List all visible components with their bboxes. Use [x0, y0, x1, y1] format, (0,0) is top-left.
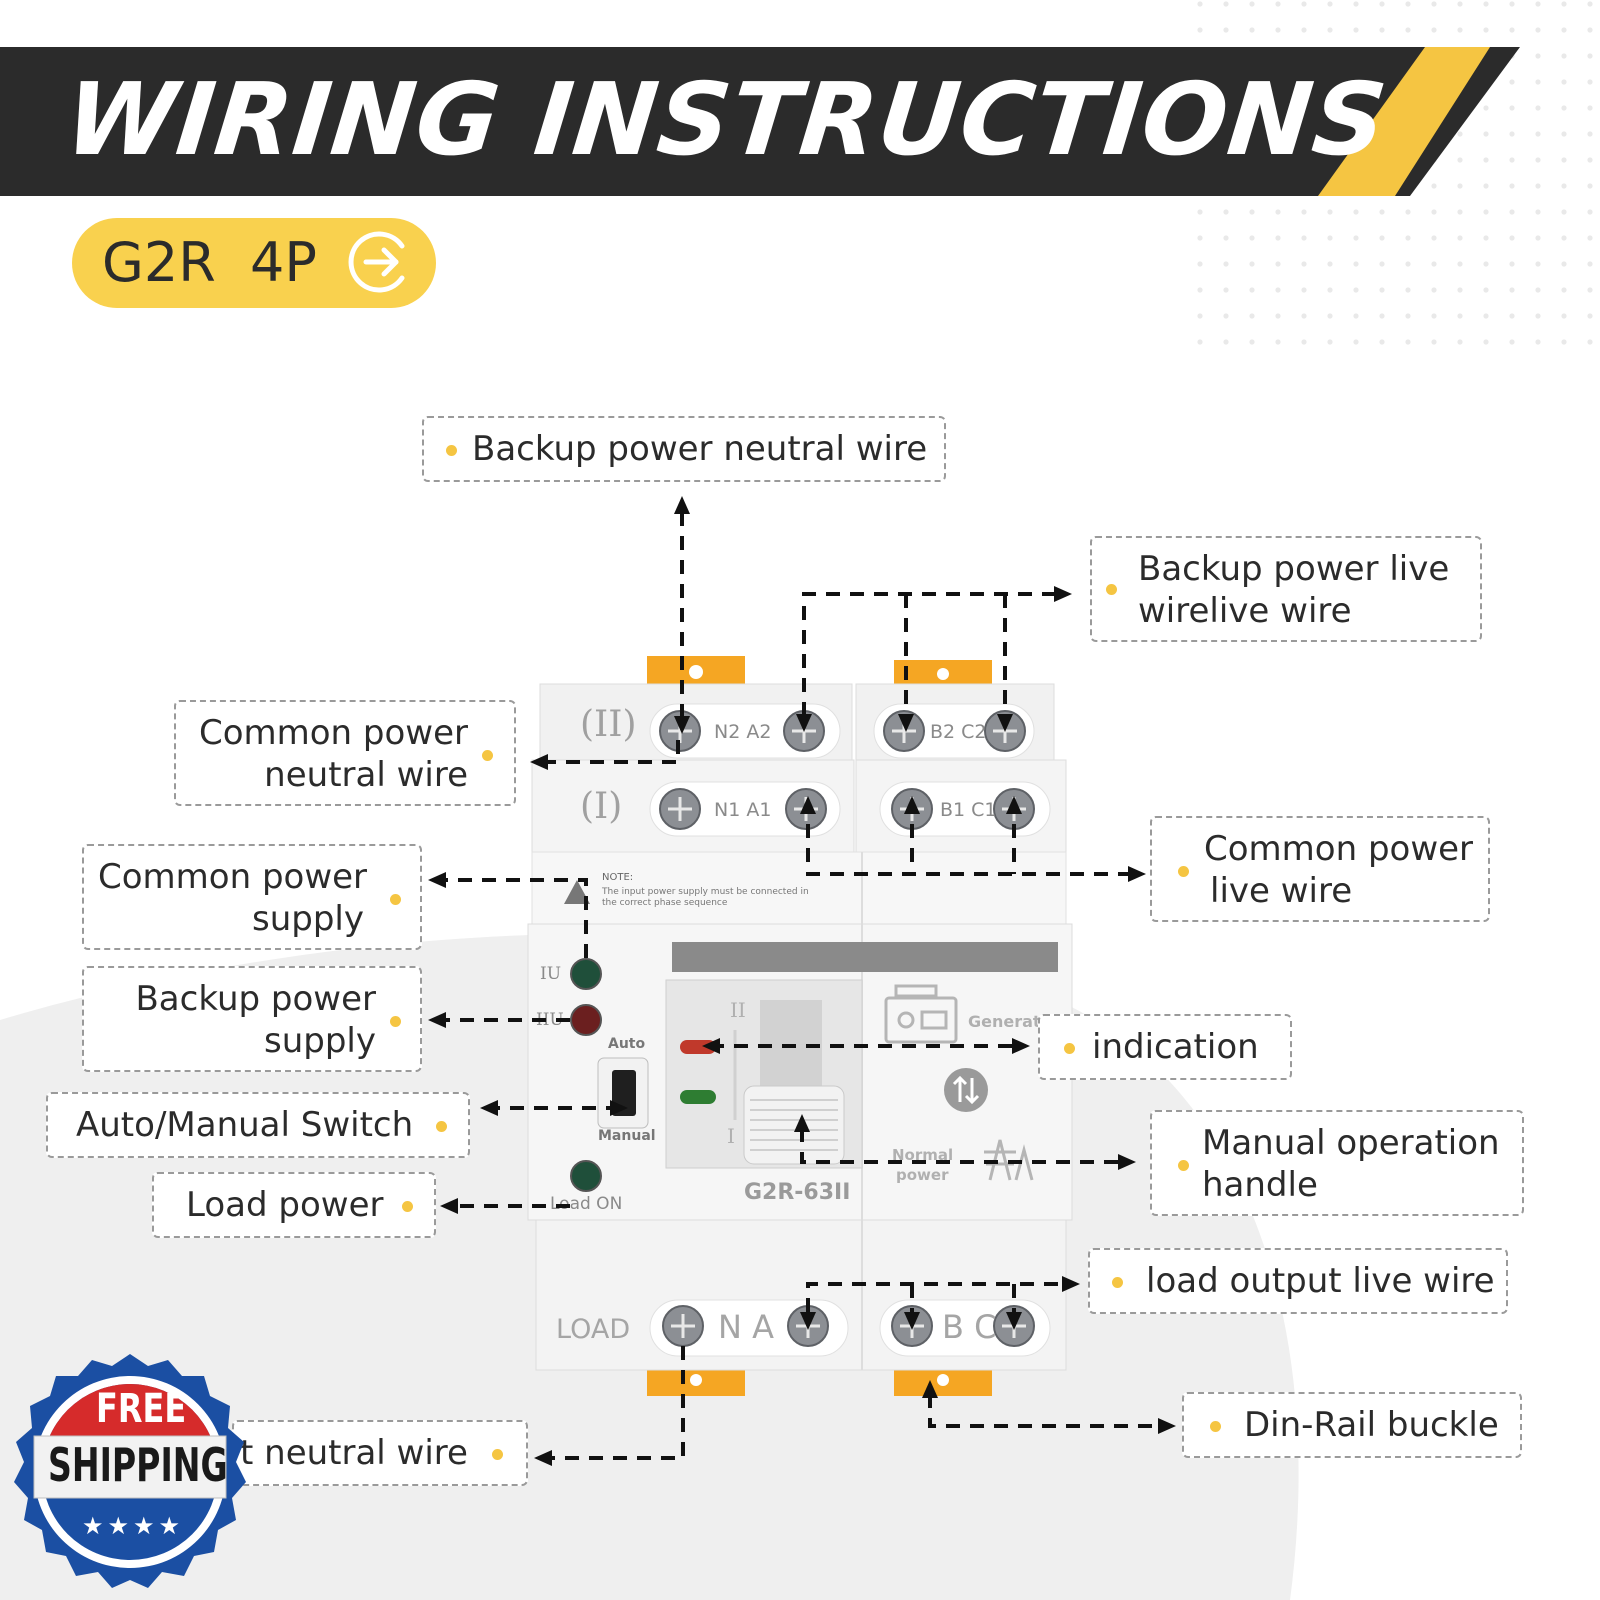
label-text: indication — [1092, 1027, 1259, 1067]
label-text-line-2: neutral wire — [264, 755, 468, 795]
label-text: Din-Rail buckle — [1244, 1405, 1499, 1445]
note-title: NOTE: — [602, 872, 634, 883]
row-1-mark: (I) — [580, 786, 623, 827]
label-text: Auto/Manual Switch — [76, 1105, 414, 1145]
bullet-dot — [1178, 1160, 1189, 1171]
bullet-dot — [492, 1449, 503, 1460]
bullet-dot — [1106, 584, 1117, 595]
normal-power-label-2: power — [896, 1166, 949, 1184]
label-text-line-2: handle — [1202, 1165, 1318, 1205]
label-text-line-1: Common power — [98, 857, 368, 897]
handle-i-label: I — [727, 1124, 735, 1148]
label-text-line-1: Backup power — [135, 979, 376, 1019]
label-text: t neutral wire — [240, 1433, 468, 1473]
terminal-label-n2-a2: N2 A2 — [714, 721, 772, 743]
model-label: G2R 4P — [102, 231, 317, 294]
bullet-dot — [1178, 866, 1189, 877]
label-backup-live: Backup power live wirelive wire — [1090, 536, 1482, 642]
label-text-line-1: Common power — [198, 713, 468, 753]
label-auto-manual-switch: Auto/Manual Switch — [46, 1092, 470, 1158]
label-load-neutral: t neutral wire — [232, 1420, 528, 1486]
iu-label: IU — [540, 964, 562, 984]
model-number: G2R-63II — [744, 1180, 851, 1205]
label-text: load output live wire — [1146, 1261, 1495, 1301]
terminal-label-n-a: N A — [718, 1308, 774, 1346]
bullet-dot — [402, 1201, 413, 1212]
label-text: Backup power neutral wire — [472, 429, 928, 469]
row-2-mark: (II) — [580, 704, 637, 745]
banner-background — [0, 47, 1520, 196]
label-text-line-2: supply — [264, 1021, 376, 1061]
load-on-label: Load ON — [550, 1194, 623, 1214]
label-load-live: load output live wire — [1088, 1248, 1508, 1314]
bullet-dot — [1210, 1421, 1221, 1432]
label-text-line-2: supply — [252, 899, 364, 939]
note-line-2: the correct phase sequence — [602, 898, 728, 908]
label-indication: indication — [1038, 1014, 1292, 1080]
label-common-neutral: Common power neutral wire — [174, 700, 516, 806]
terminal-label-n1-a1: N1 A1 — [714, 799, 772, 821]
badge-stars: ★★★★ — [82, 1512, 185, 1540]
badge-shipping-text: SHIPPING — [48, 1438, 228, 1492]
bullet-dot — [390, 894, 401, 905]
badge-free-text: FREE — [96, 1386, 187, 1432]
label-text-line-2: live wire — [1210, 871, 1353, 911]
label-common-live: Common power live wire — [1150, 816, 1490, 922]
label-text-line-2: wirelive wire — [1138, 591, 1352, 631]
bullet-dot — [390, 1016, 401, 1027]
note-line-1: The input power supply must be connected… — [602, 887, 809, 897]
manual-label: Manual — [598, 1128, 656, 1144]
terminal-label-b-c: B C — [942, 1308, 997, 1346]
label-backup-supply: Backup power supply — [82, 966, 422, 1072]
load-label: LOAD — [556, 1314, 631, 1345]
arrow-right-circle-icon — [348, 231, 405, 293]
generator-label: Generator — [968, 1012, 1060, 1031]
label-text-line-1: Manual operation — [1202, 1123, 1500, 1163]
auto-label: Auto — [608, 1036, 646, 1052]
label-load-power: Load power — [152, 1172, 436, 1238]
bullet-dot — [1064, 1043, 1075, 1054]
iiu-label: IIU — [536, 1010, 564, 1030]
label-manual-handle: Manual operation handle — [1150, 1110, 1524, 1216]
label-common-supply: Common power supply — [82, 844, 422, 950]
label-text: Load power — [186, 1185, 384, 1225]
terminal-label-b2-c2: B2 C2 — [930, 721, 987, 743]
bullet-dot — [1112, 1277, 1123, 1288]
free-shipping-badge — [14, 1354, 246, 1588]
label-text-line-1: Backup power live — [1138, 549, 1450, 589]
handle-ii-label: II — [730, 998, 746, 1022]
label-text-line-1: Common power — [1204, 829, 1474, 869]
label-din-rail-buckle: Din-Rail buckle — [1182, 1392, 1522, 1458]
bullet-dot — [482, 750, 493, 761]
bullet-dot — [436, 1121, 447, 1132]
terminal-label-b1-c1: B1 C1 — [940, 799, 997, 821]
bullet-dot — [446, 445, 457, 456]
normal-power-label-1: Normal — [892, 1146, 954, 1164]
label-backup-neutral: Backup power neutral wire — [422, 416, 946, 482]
